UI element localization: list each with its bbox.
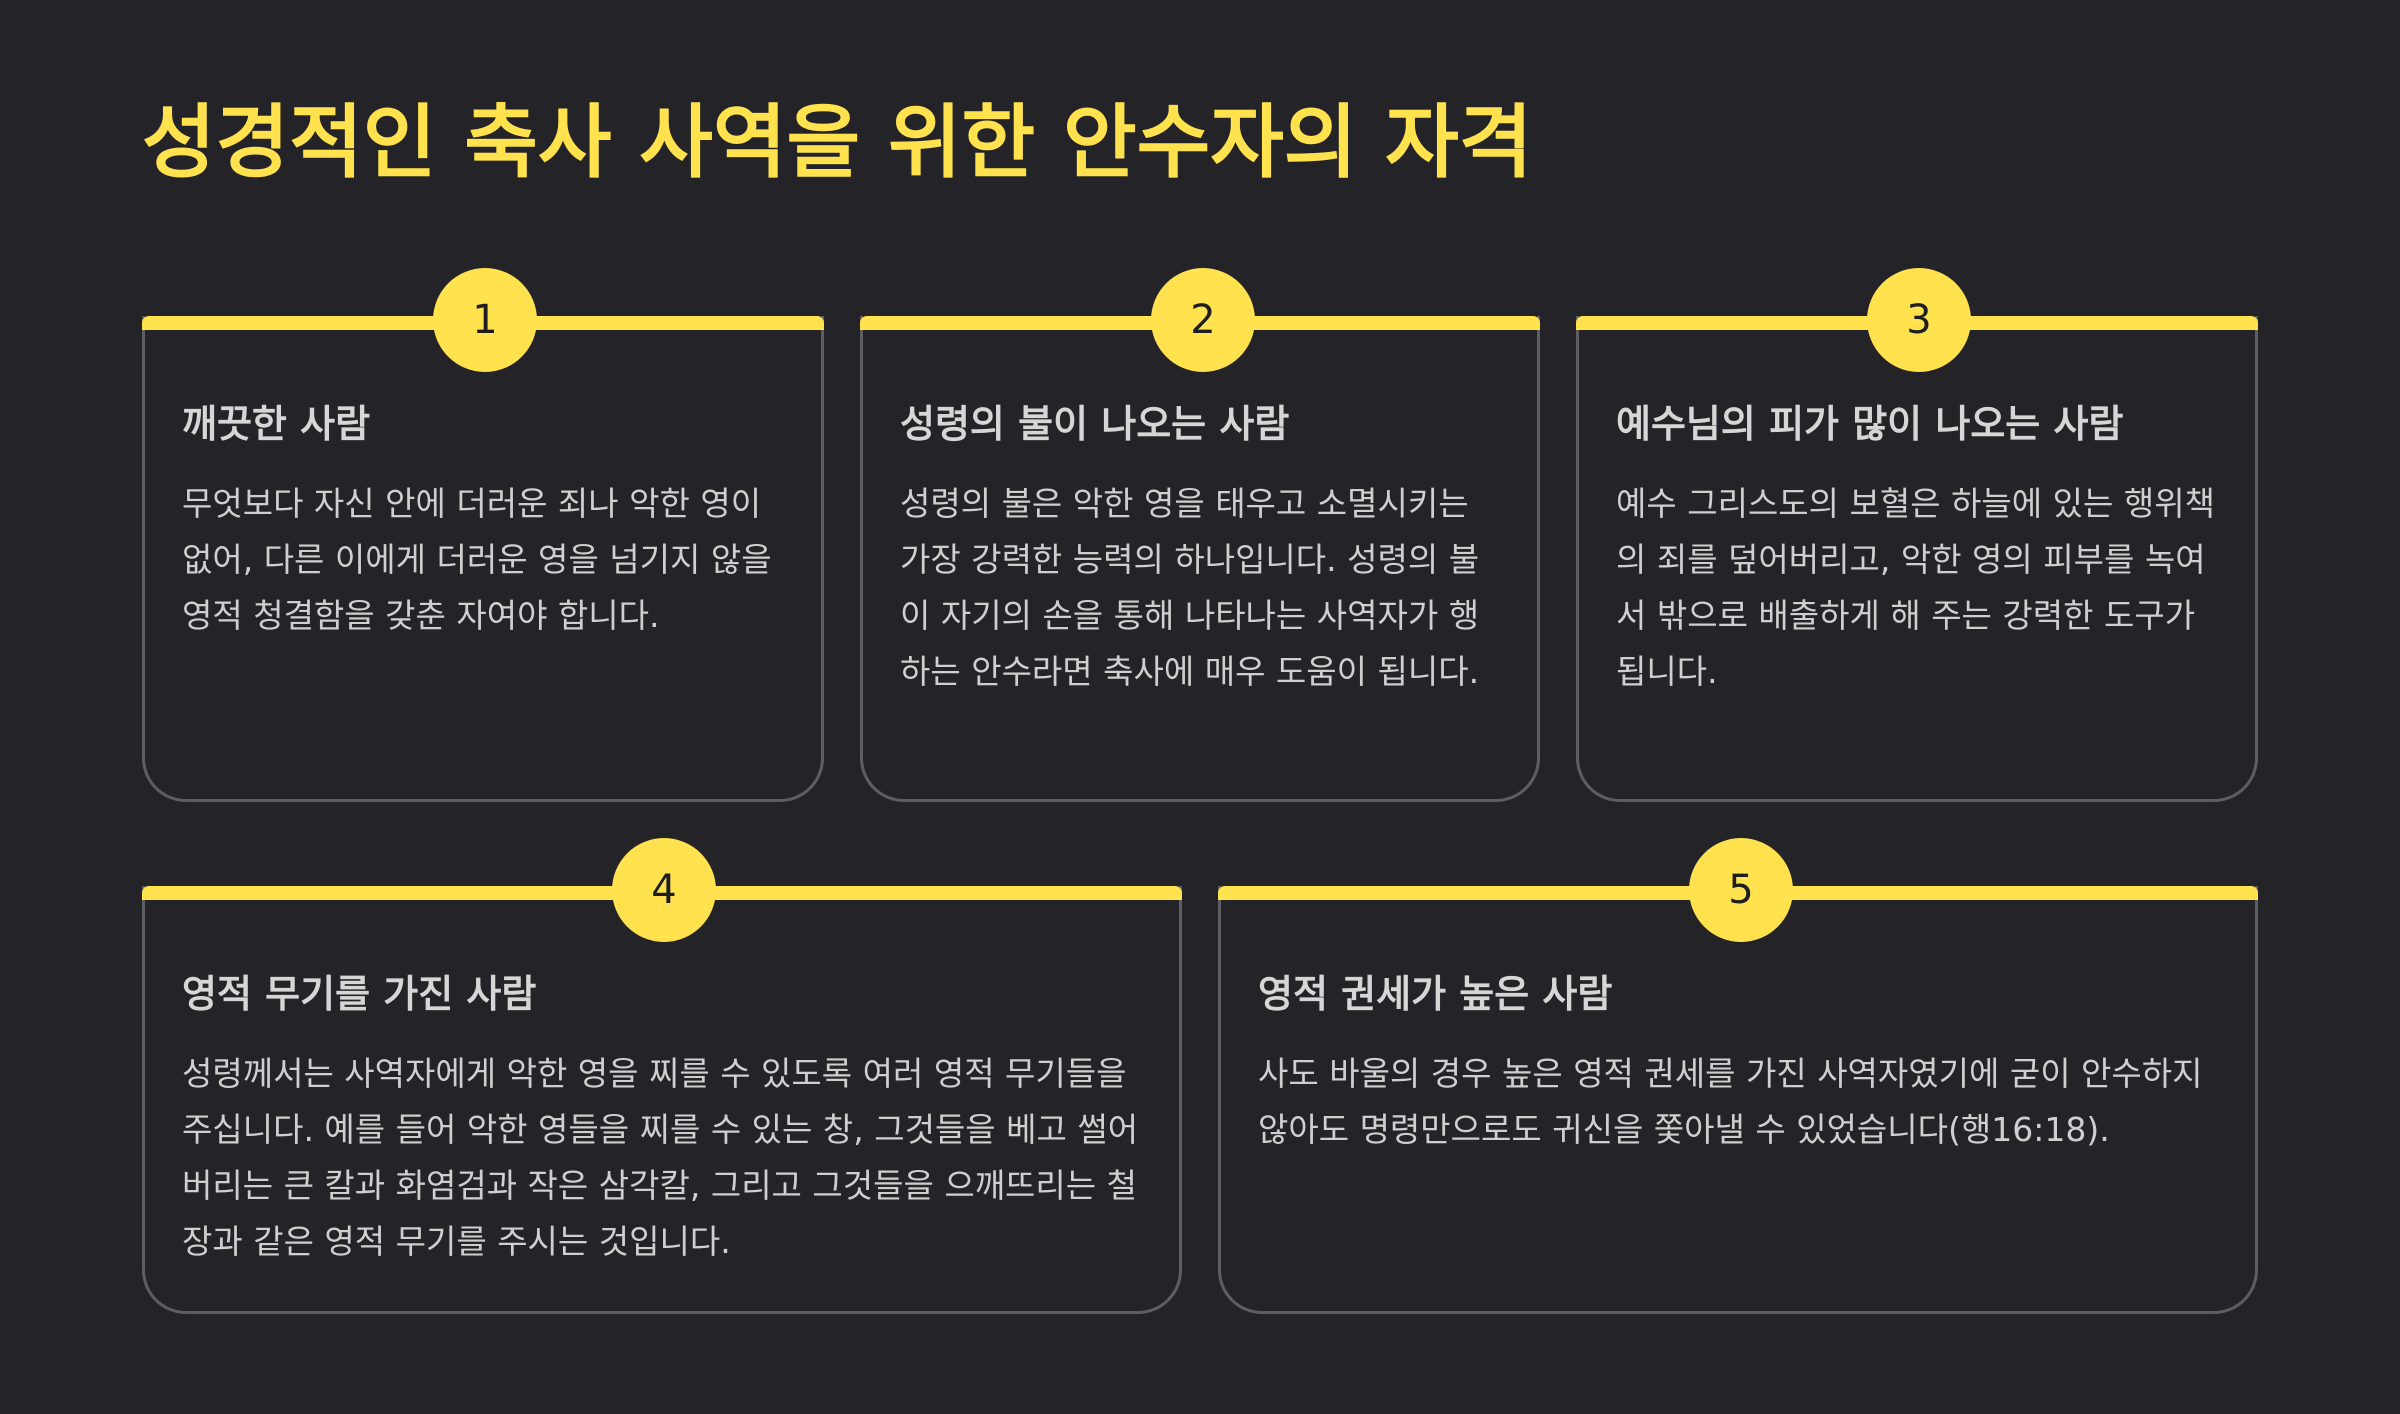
card-title: 예수님의 피가 많이 나오는 사람 [1616, 402, 2124, 446]
page-title: 성경적인 축사 사역을 위한 안수자의 자격 [142, 96, 1533, 189]
qualification-card-4: 4 영적 무기를 가진 사람 성령께서는 사역자에게 악한 영을 찌를 수 있도… [142, 838, 1182, 1314]
card-number-badge: 4 [612, 838, 716, 942]
card-number-badge: 1 [433, 268, 537, 372]
card-number-badge: 5 [1689, 838, 1793, 942]
qualification-card-3: 3 예수님의 피가 많이 나오는 사람 예수 그리스도의 보혈은 하늘에 있는 … [1576, 268, 2258, 802]
qualification-card-2: 2 성령의 불이 나오는 사람 성령의 불은 악한 영을 태우고 소멸시키는 가… [860, 268, 1540, 802]
qualification-card-5: 5 영적 권세가 높은 사람 사도 바울의 경우 높은 영적 권세를 가진 사역… [1218, 838, 2258, 1314]
card-description: 예수 그리스도의 보혈은 하늘에 있는 행위책의 죄를 덮어버리고, 악한 영의… [1616, 484, 2215, 691]
card-title: 깨끗한 사람 [182, 402, 371, 446]
card-number-badge: 2 [1151, 268, 1255, 372]
qualification-card-1: 1 깨끗한 사람 무엇보다 자신 안에 더러운 죄나 악한 영이 없어, 다른 … [142, 268, 824, 802]
card-description: 사도 바울의 경우 높은 영적 권세를 가진 사역자였기에 굳이 안수하지 않아… [1258, 1054, 2203, 1149]
card-title: 영적 권세가 높은 사람 [1258, 972, 1613, 1016]
card-title: 영적 무기를 가진 사람 [182, 972, 537, 1016]
card-description: 무엇보다 자신 안에 더러운 죄나 악한 영이 없어, 다른 이에게 더러운 영… [182, 484, 772, 635]
card-title: 성령의 불이 나오는 사람 [900, 402, 1290, 446]
card-description: 성령의 불은 악한 영을 태우고 소멸시키는 가장 강력한 능력의 하나입니다.… [900, 484, 1480, 691]
card-number-badge: 3 [1867, 268, 1971, 372]
card-description: 성령께서는 사역자에게 악한 영을 찌를 수 있도록 여러 영적 무기들을 주십… [182, 1054, 1139, 1261]
